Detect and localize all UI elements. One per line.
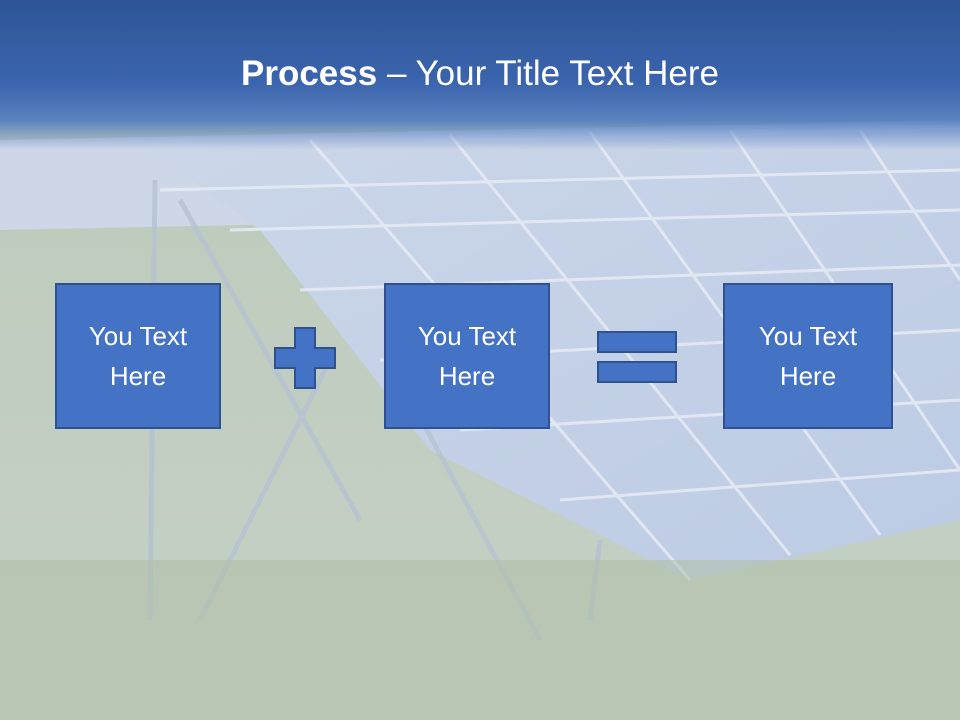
process-box-2[interactable]: You Text Here <box>384 283 550 429</box>
process-box-1[interactable]: You Text Here <box>55 283 221 429</box>
process-box-3[interactable]: You Text Here <box>723 283 893 429</box>
process-box-1-text: You Text Here <box>88 321 188 391</box>
title-band <box>0 0 960 150</box>
title-bold: Process <box>241 54 378 93</box>
process-box-2-text: You Text Here <box>417 321 517 391</box>
plus-icon <box>274 327 336 389</box>
process-box-3-text: You Text Here <box>758 321 858 391</box>
title-rest: – Your Title Text Here <box>377 54 719 93</box>
slide-title: Process – Your Title Text Here <box>0 52 960 96</box>
equals-icon <box>597 331 677 383</box>
